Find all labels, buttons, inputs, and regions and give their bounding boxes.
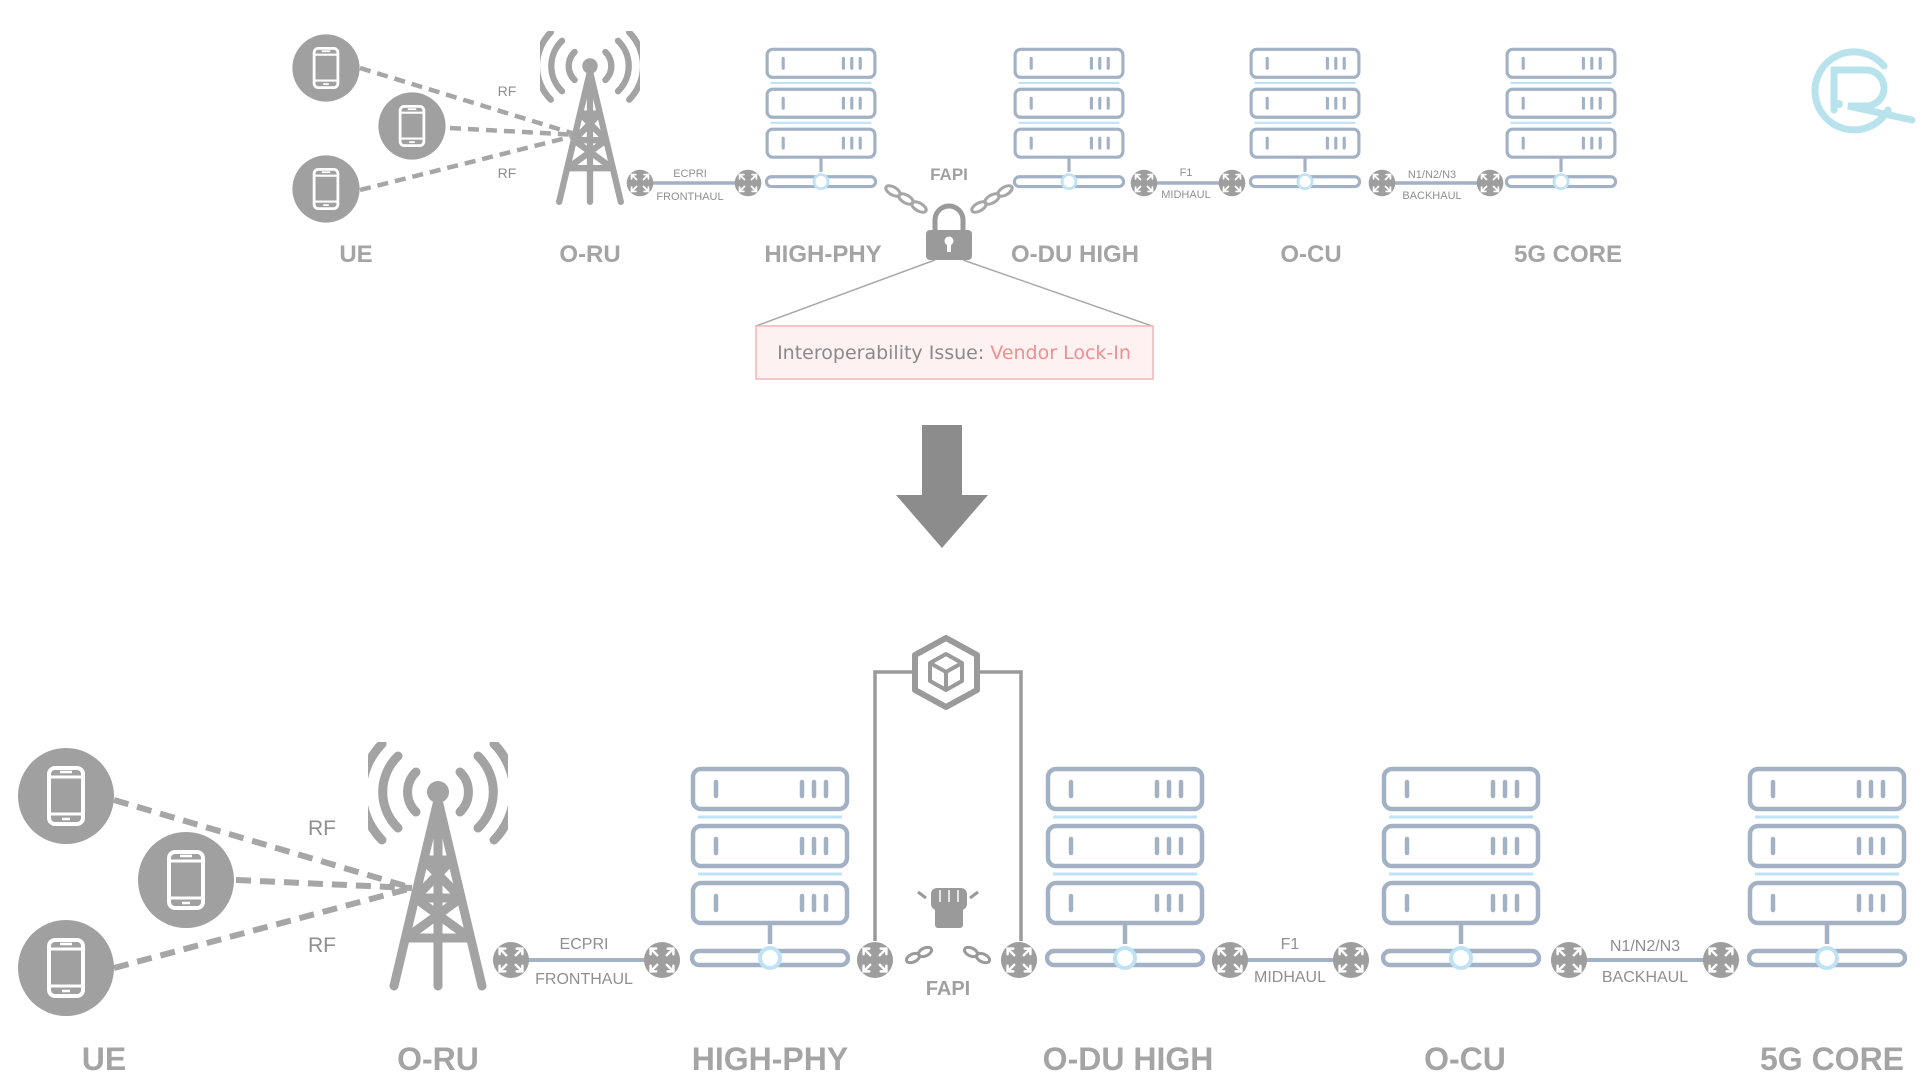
fapi-label: FAPI: [926, 978, 970, 1000]
phone-icon: [377, 91, 447, 161]
link-label-bottom: FRONTHAUL: [656, 191, 723, 203]
bottom-rf-links: [113, 797, 413, 971]
issue-callout: Interoperability Issue: Vendor Lock-In: [755, 259, 1154, 380]
node-label: O-CU: [1424, 1041, 1506, 1077]
router-icon: [1130, 169, 1158, 197]
logo-icon: [1811, 48, 1916, 134]
phone-icon: [136, 830, 236, 930]
top-rf-links: [359, 65, 579, 193]
link-label-bottom: MIDHAUL: [1161, 189, 1211, 201]
node-label: UE: [82, 1041, 126, 1077]
node-label: O-DU HIGH: [1043, 1041, 1214, 1077]
top-diagram: RF RF ECPRI FRONTHAUL F1 MIDHAUL N1/N2/N…: [291, 32, 1622, 380]
phone-icon: [291, 33, 361, 103]
issue-text: Interoperability Issue: Vendor Lock-In: [777, 342, 1131, 364]
phone-icon: [16, 746, 116, 846]
router-icon: [1218, 169, 1246, 197]
router-icon: [1332, 941, 1370, 979]
router-icon: [492, 941, 530, 979]
fapi-label: FAPI: [930, 165, 968, 184]
rf-label: RF: [308, 817, 336, 840]
router-icon: [1211, 941, 1249, 979]
link-label-bottom: MIDHAUL: [1254, 969, 1326, 986]
link-label-top: ECPRI: [560, 936, 609, 953]
link-label-bottom: BACKHAUL: [1602, 969, 1688, 986]
bottom-diagram: RF RF ECPRI FRONTHAUL F1 MIDHAUL N1/N2/N…: [16, 635, 1905, 1077]
node-label: O-DU HIGH: [1011, 241, 1139, 268]
open-source-cube-icon: [912, 635, 980, 710]
server-rack-icon: [1383, 769, 1539, 968]
router-icon: [1702, 941, 1740, 979]
rf-label: RF: [498, 165, 517, 181]
cell-tower-icon: [537, 32, 643, 201]
link-label-top: N1/N2/N3: [1408, 169, 1456, 181]
phone-icon: [16, 918, 116, 1018]
link-label-top: F1: [1180, 167, 1193, 179]
phone-icon: [291, 154, 361, 224]
server-rack-icon: [1505, 47, 1617, 191]
issue-prefix: Interoperability Issue:: [777, 342, 990, 364]
server-rack-icon: [1249, 47, 1361, 191]
node-label: 5G CORE: [1760, 1041, 1904, 1077]
router-icon: [734, 169, 762, 197]
chain-icon: [884, 184, 1014, 214]
cell-tower-icon: [362, 744, 514, 986]
router-icon: [626, 169, 654, 197]
node-label: UE: [339, 241, 372, 268]
link-label-top: N1/N2/N3: [1610, 938, 1680, 955]
server-rack-icon: [692, 769, 848, 968]
down-arrow-icon: [896, 425, 988, 548]
link-label-top: F1: [1281, 936, 1300, 953]
link-label-bottom: BACKHAUL: [1402, 190, 1461, 202]
issue-highlight: Vendor Lock-In: [990, 342, 1131, 364]
rf-label: RF: [308, 934, 336, 957]
server-rack-icon: [765, 47, 877, 191]
raised-fist-broken-chain-icon: [904, 888, 992, 965]
router-icon: [856, 941, 894, 979]
server-rack-icon: [1013, 47, 1125, 191]
link-label-bottom: FRONTHAUL: [535, 971, 633, 988]
router-icon: [1550, 941, 1588, 979]
router-icon: [1476, 169, 1504, 197]
server-rack-icon: [1047, 769, 1203, 968]
padlock-icon: [926, 203, 972, 260]
router-icon: [643, 941, 681, 979]
node-label: HIGH-PHY: [692, 1041, 848, 1077]
rf-label: RF: [498, 83, 517, 99]
router-icon: [1368, 169, 1396, 197]
node-label: HIGH-PHY: [764, 241, 881, 268]
node-label: 5G CORE: [1514, 241, 1622, 268]
node-label: O-RU: [397, 1041, 479, 1077]
link-label-top: ECPRI: [673, 168, 707, 180]
node-label: O-CU: [1280, 241, 1341, 268]
server-rack-icon: [1749, 769, 1905, 968]
router-icon: [1000, 941, 1038, 979]
node-label: O-RU: [559, 241, 620, 268]
